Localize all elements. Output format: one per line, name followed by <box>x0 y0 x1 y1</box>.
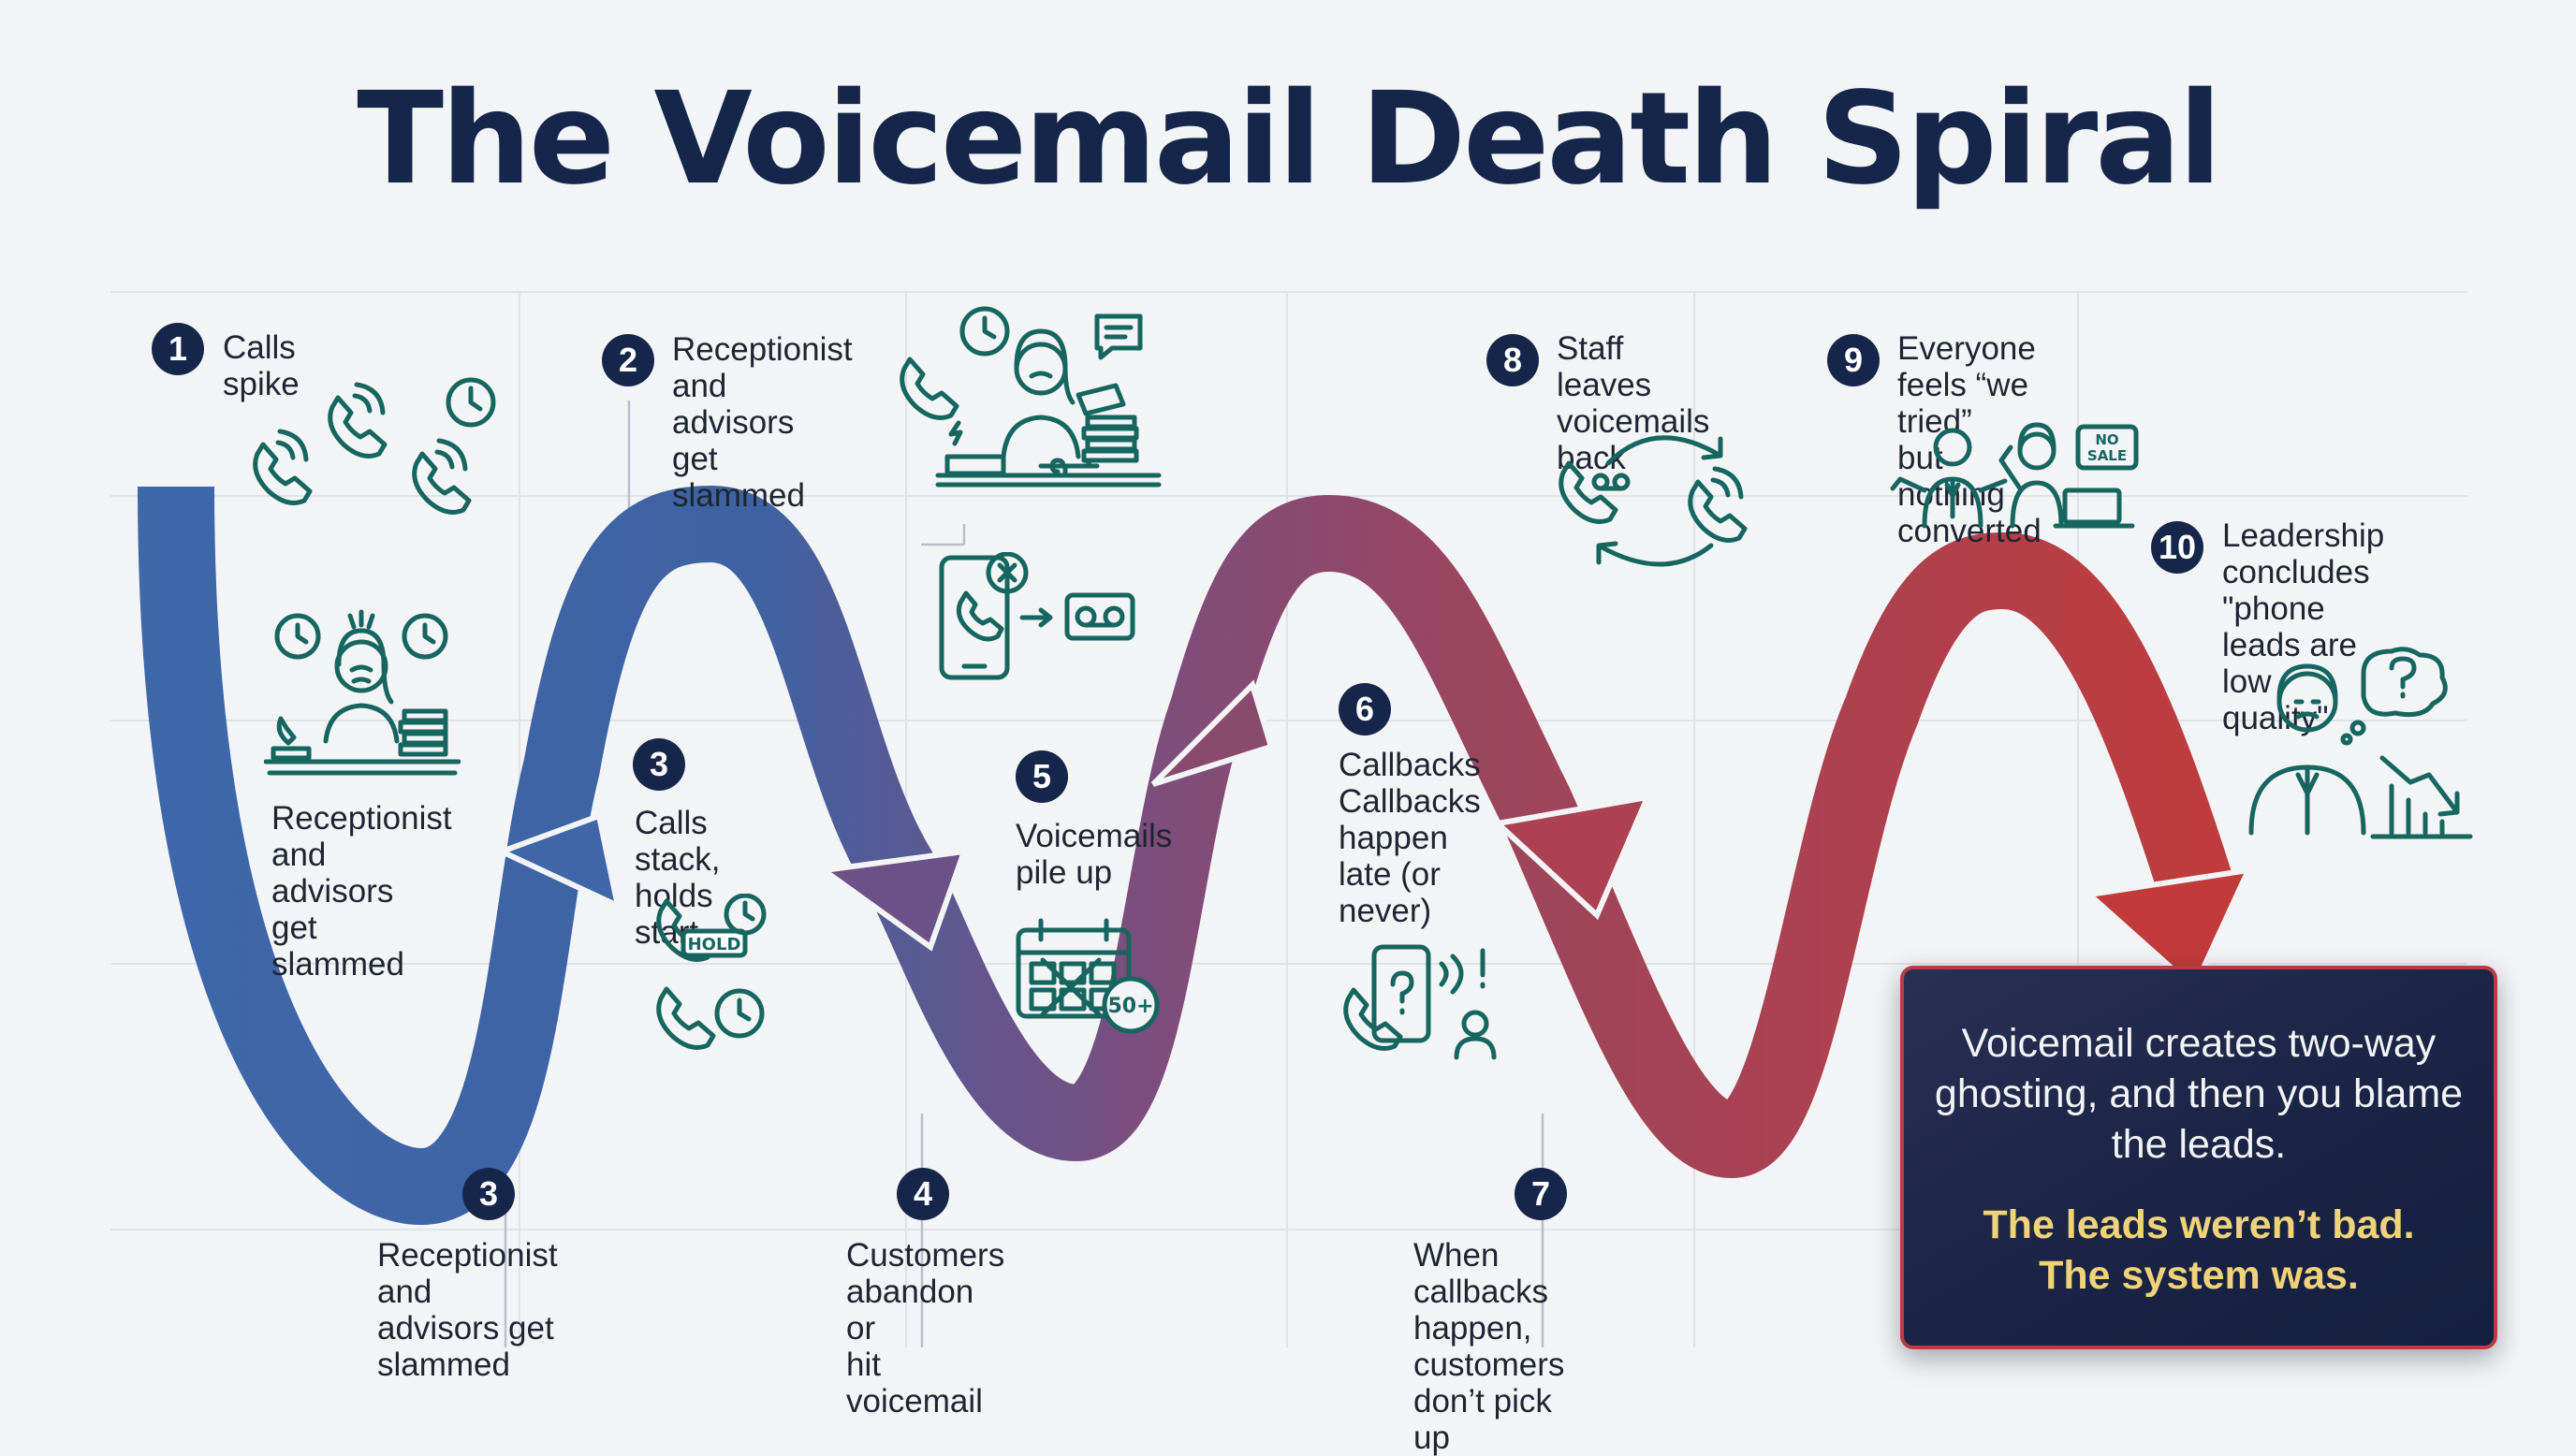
conclusion-emphasis-line-2: The system was. <box>2039 1253 2359 1298</box>
step-9-label: Everyone feels “we tried” but nothing co… <box>1897 330 2042 549</box>
arrowhead-down-1 <box>816 848 969 952</box>
conclusion-main-text: Voicemail creates two-way ghosting, and … <box>1934 1021 2464 1167</box>
missed-call-to-voicemail-icon <box>938 552 1144 683</box>
spiral-arrowheads <box>127 416 2254 993</box>
unanswered-callback-icon <box>1337 943 1505 1065</box>
svg-text:50+: 50+ <box>1107 995 1153 1018</box>
voicemail-loop-icon <box>1552 426 1767 575</box>
voicemail-calendar-icon: 50+ <box>1015 915 1163 1037</box>
svg-text:HOLD: HOLD <box>688 935 741 954</box>
arrowhead-up-1 <box>494 811 622 911</box>
stressed-receptionist-icon <box>891 301 1172 498</box>
step-7-badge: 7 <box>1515 1168 1567 1220</box>
step-6-badge: 6 <box>1339 683 1391 735</box>
step-5-label: Voicemails pile up <box>1016 818 1173 891</box>
step-10-badge: 10 <box>2151 521 2203 574</box>
step-3b-badge: 3 <box>462 1168 515 1220</box>
no-sale-line-2: SALE <box>2087 447 2127 464</box>
unnumbered-label: Receptionist and advisors get slammed <box>271 800 452 983</box>
step-7-label: When callbacks happen, customers don’t p… <box>1413 1237 1565 1456</box>
step-3b-label: Receptionist and advisors get slammed <box>377 1237 558 1383</box>
page-title: The Voicemail Death Spiral <box>357 66 2221 213</box>
step-8-label: Staff leaves voicemails back <box>1557 330 1710 476</box>
step-4-badge: 4 <box>897 1168 949 1220</box>
step-1-badge: 1 <box>152 323 204 375</box>
step-8-badge: 8 <box>1486 334 1539 386</box>
step-2-badge: 2 <box>602 334 654 386</box>
step-6-label: Callbacks Callbacks happen late (or neve… <box>1339 747 1481 929</box>
conclusion-emphasis-text: The leads weren’t bad. The system was. <box>1926 1200 2471 1301</box>
arrowhead-up-2 <box>1150 679 1275 787</box>
confused-leader-icon <box>2242 646 2476 847</box>
step-9-badge: 9 <box>1827 334 1880 386</box>
conclusion-callout: Voicemail creates two-way ghosting, and … <box>1900 966 2497 1349</box>
step-1-label: Calls spike <box>223 329 300 402</box>
no-sale-line-1: NO <box>2095 431 2118 448</box>
arrowhead-down-2 <box>1491 794 1652 921</box>
overwhelmed-receptionist-icon <box>264 608 461 781</box>
step-5-badge: 5 <box>1016 750 1068 803</box>
step-4-label: Customers abandon or hit voicemail <box>846 1237 1005 1420</box>
ringing-phones-clock-icon <box>239 370 501 519</box>
arrow-tail-notch <box>127 416 225 457</box>
conclusion-emphasis-line-1: The leads weren’t bad. <box>1983 1202 2415 1247</box>
spiral-arrow-body <box>138 485 2237 1226</box>
phones-on-hold-icon: HOLD <box>646 894 777 1071</box>
step-3-badge: 3 <box>633 738 685 791</box>
step-2-label: Receptionist and advisors get slammed <box>672 331 853 514</box>
arrowhead-final <box>2083 866 2254 993</box>
